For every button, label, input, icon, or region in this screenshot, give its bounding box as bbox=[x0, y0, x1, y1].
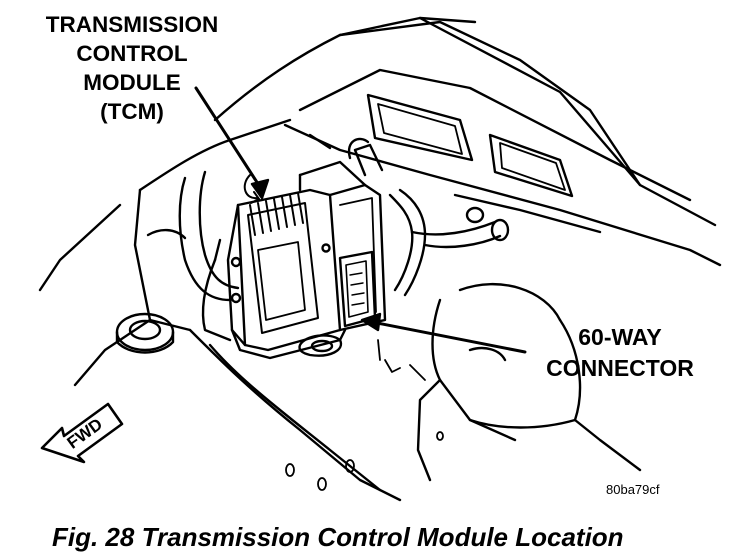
mount-grommet bbox=[115, 312, 175, 354]
rotation-arrow bbox=[243, 174, 259, 200]
tcm-callout-label: TRANSMISSION CONTROL MODULE (TCM) bbox=[18, 12, 246, 130]
tcm-label-line-1: TRANSMISSION bbox=[45, 12, 219, 37]
figure-caption: Fig. 28 Transmission Control Module Loca… bbox=[52, 522, 624, 552]
tcm-label-line-4: (TCM) bbox=[100, 99, 164, 124]
connector-callout-label: 60-WAY CONNECTOR bbox=[525, 326, 715, 388]
strut-tower bbox=[416, 282, 642, 482]
wiring-harness bbox=[347, 137, 510, 297]
fwd-arrow bbox=[40, 402, 124, 464]
tcm-label-line-2: CONTROL bbox=[76, 41, 188, 66]
connector-label-line-1: 60-WAY bbox=[578, 324, 662, 350]
reference-code: 80ba79cf bbox=[606, 482, 660, 497]
connector-label-line-2: CONNECTOR bbox=[546, 355, 694, 381]
tcm-label-line-3: MODULE bbox=[83, 70, 181, 95]
tcm-leader-line bbox=[194, 86, 264, 192]
tcm-module bbox=[201, 160, 387, 360]
cowl-opening bbox=[366, 93, 574, 198]
fasteners bbox=[285, 339, 444, 491]
fender-structure bbox=[213, 16, 722, 267]
connector-leader-line bbox=[370, 320, 527, 354]
